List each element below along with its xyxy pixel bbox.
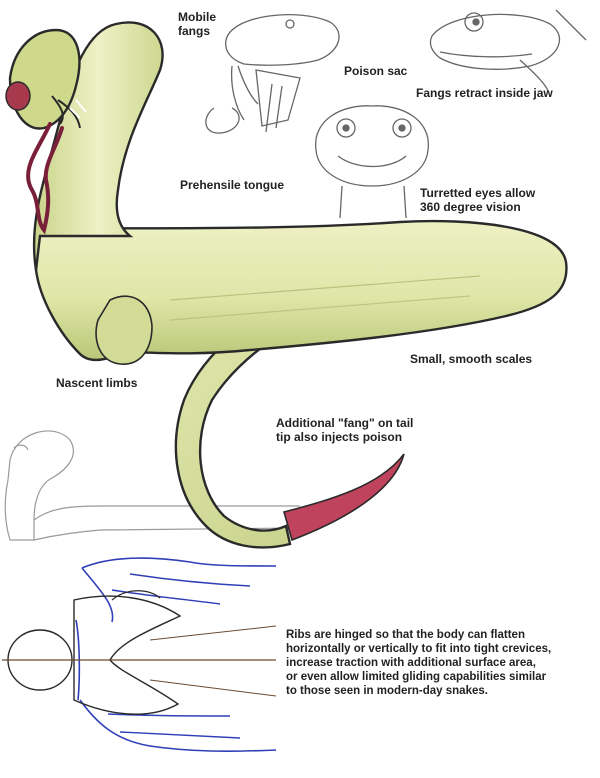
label-poison-sac: Poison sac	[344, 64, 408, 78]
label-turreted-eyes: Turretted eyes allow 360 degree vision	[420, 186, 536, 214]
snake-body	[34, 219, 568, 365]
head-sketch	[429, 9, 587, 93]
background-sketch-snake	[4, 430, 301, 541]
rib-diagram	[2, 557, 277, 752]
label-fangs-retract: Fangs retract inside jaw	[416, 86, 553, 100]
label-prehensile-tongue: Prehensile tongue	[180, 178, 285, 192]
ribs-note: Ribs are hinged so that the body can fla…	[286, 629, 552, 697]
snake-head	[5, 28, 87, 130]
skull-sketch	[205, 14, 340, 134]
label-tail-fang: Additional "fang" on tail tip also injec…	[276, 416, 414, 444]
label-small-scales: Small, smooth scales	[410, 352, 533, 366]
label-nascent-limbs: Nascent limbs	[56, 376, 138, 390]
tail-fang	[283, 453, 405, 542]
label-mobile-fangs: Mobile fangs	[178, 10, 216, 38]
tongue	[26, 122, 64, 235]
face-sketch	[315, 105, 429, 219]
